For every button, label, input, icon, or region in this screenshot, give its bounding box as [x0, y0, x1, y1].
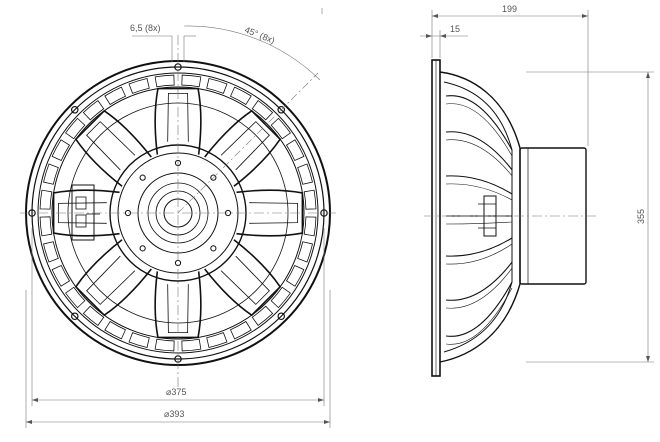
frame-slot: [181, 74, 202, 88]
frame-slot: [270, 117, 291, 140]
frame-spoke-inner: [86, 121, 136, 171]
frame-slot: [128, 78, 150, 94]
frame-slot: [51, 139, 71, 162]
side-dimensions: 199 15 355: [420, 4, 654, 363]
motor-bolt: [139, 174, 146, 181]
frame-slot: [303, 189, 317, 210]
frame-slot: [297, 163, 313, 185]
frame-slot: [206, 78, 228, 94]
side-view: [424, 59, 598, 377]
frame-slot: [104, 320, 127, 340]
frame-slot: [181, 338, 202, 352]
frame-slot: [65, 117, 86, 140]
motor-bolt: [139, 245, 146, 252]
basket-spoke: [445, 281, 513, 337]
basket-spoke: [445, 175, 513, 195]
frame-slot: [285, 264, 305, 287]
motor-bolt: [210, 174, 217, 181]
hole-dimension-label: 6,5 (8x): [130, 23, 161, 33]
frame-slot: [270, 286, 291, 309]
frame-spoke-inner: [86, 255, 136, 305]
frame-slot: [39, 189, 53, 210]
basket-spoke-edge: [445, 287, 513, 345]
frame-spoke-inner: [220, 255, 270, 305]
frame-spoke: [154, 87, 202, 155]
basket-spoke: [445, 131, 513, 171]
basket-spoke-edge: [445, 139, 513, 176]
mounting-hole: [70, 105, 79, 114]
front-view: [20, 35, 336, 390]
frame-slot: [154, 74, 175, 88]
frame-spoke: [236, 189, 304, 237]
frame-slot: [251, 100, 274, 121]
frame-slot: [82, 305, 105, 326]
basket-spoke: [445, 237, 513, 257]
frame-slot: [251, 305, 274, 326]
mounting-hole: [277, 105, 286, 114]
motor-bolt: [210, 245, 217, 252]
basket-spoke-edge: [445, 221, 513, 225]
basket-spoke: [445, 261, 513, 301]
frame-slot: [206, 332, 228, 348]
frame-spoke: [74, 109, 152, 187]
inner-diameter-label: ⌀375: [166, 387, 186, 397]
frame-spoke: [74, 239, 152, 317]
frame-slot: [104, 86, 127, 106]
frame-slot: [82, 100, 105, 121]
frame-slot: [43, 163, 59, 185]
depth-label: 199: [502, 4, 517, 14]
basket-spoke-edge: [445, 103, 513, 157]
frame-slot: [154, 338, 175, 352]
frame-slot: [285, 139, 305, 162]
frame-cutouts: [39, 74, 317, 352]
frame-spoke: [52, 189, 120, 237]
flange-label: 15: [450, 24, 460, 34]
basket-spoke: [445, 95, 513, 151]
outer-diameter-label: ⌀393: [164, 409, 184, 419]
mounting-hole: [70, 312, 79, 321]
frame-slot: [229, 320, 252, 340]
angle-dimension-label: 45° (8x): [243, 25, 276, 46]
frame-slot: [297, 241, 313, 263]
frame-slot: [51, 264, 71, 287]
mounting-hole: [277, 312, 286, 321]
basket-spoke-edge: [445, 243, 513, 265]
frame-spoke: [204, 239, 282, 317]
height-label: 355: [636, 209, 646, 224]
basket-spoke-edge: [445, 268, 513, 309]
frame-slot: [43, 241, 59, 263]
terminal-block: [71, 184, 100, 241]
basket-spoke-edge: [445, 183, 513, 201]
basket-spokes: [445, 95, 513, 345]
frame-slot: [128, 332, 150, 348]
frame-slot: [229, 86, 252, 106]
mounting-hole: [174, 63, 182, 71]
frame-slot: [65, 286, 86, 309]
frame-slot: [303, 216, 317, 237]
frame-slot: [39, 216, 53, 237]
